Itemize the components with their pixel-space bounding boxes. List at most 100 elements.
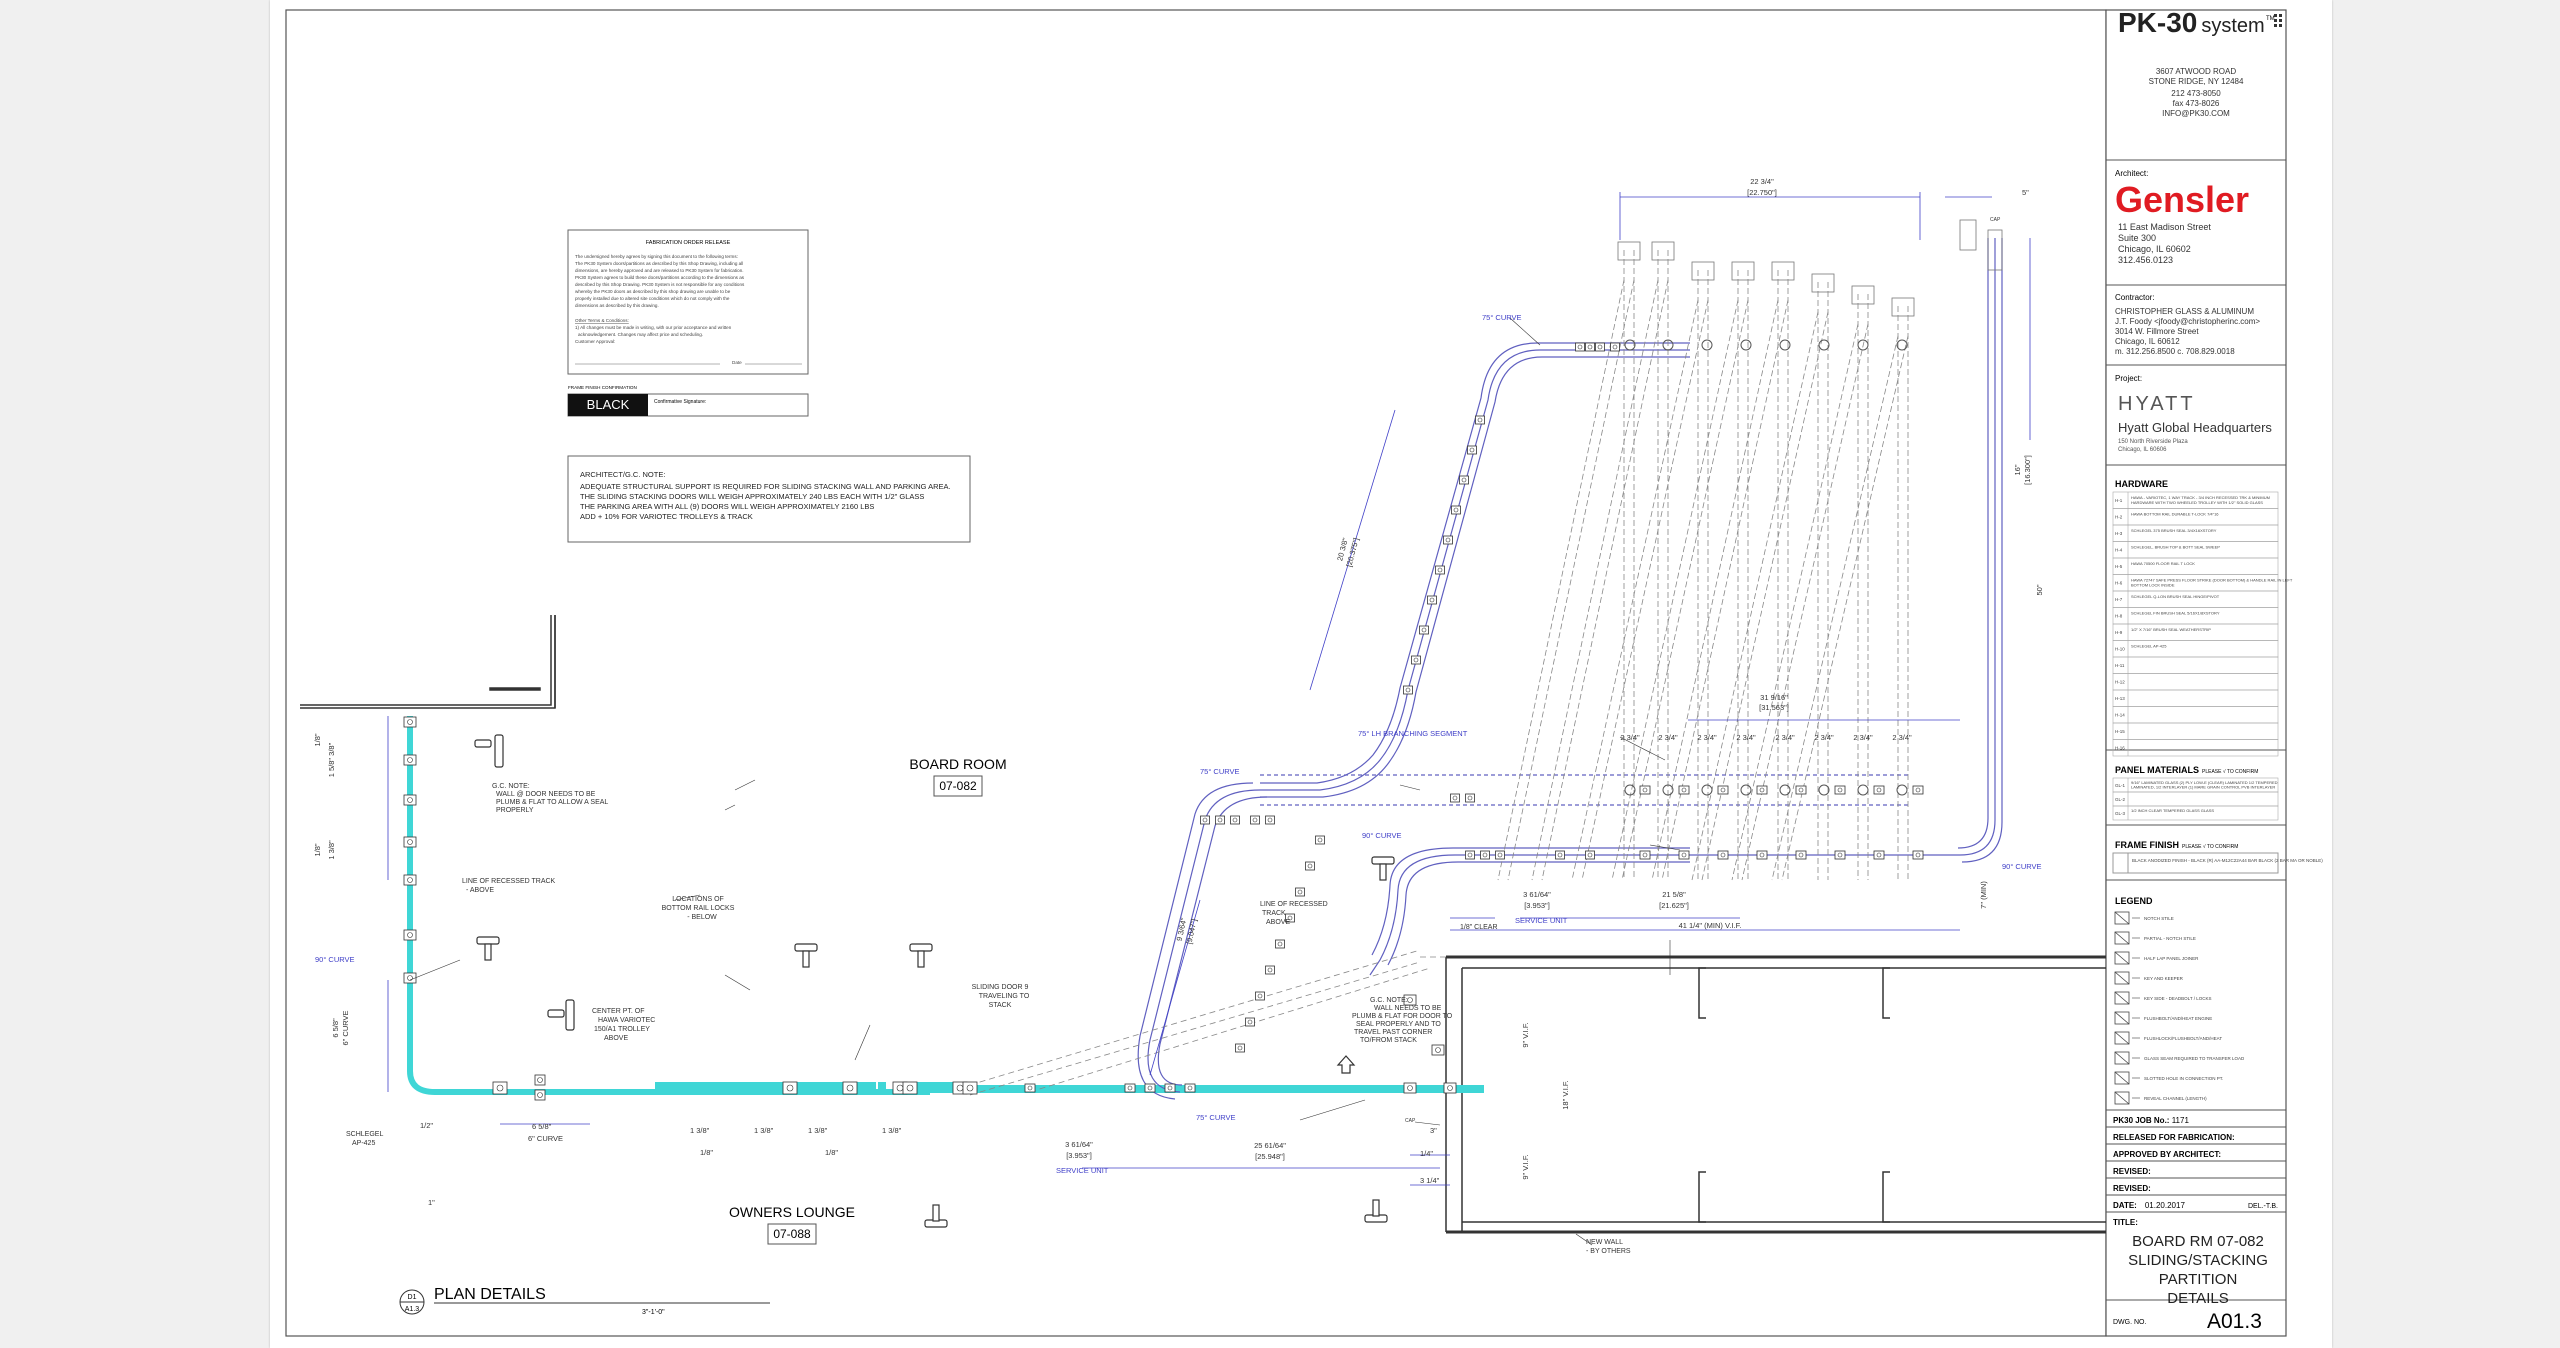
arch-note-line-0: ADEQUATE STRUCTURAL SUPPORT IS REQUIRED … [580, 482, 951, 491]
hardware-desc: HAWA - VARIOTEC, 1 WAY TRACK - 3/4 INCH … [2131, 495, 2270, 505]
trolley-node [1873, 785, 1885, 795]
trolley-node [1465, 850, 1475, 860]
svg-text:Chicago, IL 60612: Chicago, IL 60612 [2115, 337, 2180, 346]
fab-body-6: properly installed due to altered site c… [575, 296, 730, 301]
trolley-node [782, 1081, 798, 1095]
panel-cap [1651, 241, 1675, 261]
dim-1-8-left: 1/8" [313, 733, 322, 746]
project-label: Project: [2115, 374, 2142, 383]
stack-dim: 2 3/4" [1658, 733, 1678, 742]
dim-1-3-8-left: 1 3/8" [327, 840, 336, 860]
job-no: PK30 JOB No.: 1171 [2113, 1116, 2189, 1125]
trolley-node [492, 1081, 508, 1095]
panel-cap [1891, 297, 1915, 317]
fab-body-3: PK30 System agrees to build these doors/… [575, 275, 745, 280]
svg-text:Chicago, IL 60602: Chicago, IL 60602 [2118, 244, 2191, 254]
dim-41-1-4: 41 1/4" (MIN) V.I.F. [1679, 921, 1742, 930]
hardware-code: H-1 [2115, 498, 2123, 503]
trolley-node [1459, 475, 1469, 485]
hardware-code: H-3 [2115, 531, 2123, 536]
fab-body-4: described by this Shop Drawing. PK30 Sys… [575, 282, 745, 287]
lock-icon [924, 1204, 948, 1228]
trolley-node [1595, 342, 1605, 352]
trolley-node [1912, 785, 1924, 795]
recessed-2-l1: TRACK [1262, 910, 1286, 917]
trolley-node [1411, 655, 1421, 665]
legend-label-text: FLUSHBOLT/AND/HEAT ENGINE [2144, 1016, 2212, 1021]
trolley-node [1678, 785, 1690, 795]
revised-label-1: REVISED: [2113, 1167, 2151, 1176]
company-address: 3607 ATWOOD ROAD STONE RIDGE, NY 12484 2… [2149, 67, 2244, 118]
fab-heading: FABRICATION ORDER RELEASE [646, 240, 731, 246]
hardware-code: H-10 [2115, 647, 2125, 652]
dim-3-1-4: 3 1/4" [1420, 1176, 1440, 1185]
dim-31-563: [31.563"] [1759, 703, 1789, 712]
clear-label: 1/8" CLEAR [1460, 924, 1498, 931]
bubble-bottom: A1.3 [405, 1306, 420, 1313]
trolley-node [1245, 1017, 1255, 1027]
dim-6-curve: 6" CURVE [528, 1134, 563, 1143]
trolley-node [1285, 913, 1295, 923]
dim-3: 3" [1430, 1126, 1437, 1135]
frame-finish-confirmation: FRAME FINISH CONFIRMATION BLACK Confirma… [567, 385, 809, 417]
trolley-node [1717, 850, 1729, 860]
gc-note-2-l2: PLUMB & FLAT FOR DOOR TO [1352, 1013, 1453, 1020]
hardware-code: H-2 [2115, 515, 2123, 520]
locations-l2: - BELOW [687, 914, 717, 921]
legend-label-text: GLASS SEAM REQUIRED TO TRANSFER LOAD [2144, 1056, 2245, 1061]
board-room-number: 07-082 [939, 779, 977, 793]
trolley-node [1024, 1083, 1036, 1093]
hardware-desc: SCHLEGEL FIN BRUSH SEAL 5/16X1/8XSTORY [2131, 611, 2220, 616]
recessed-1-l0: LINE OF RECESSED TRACK [462, 878, 556, 885]
fabrication-order-box: FABRICATION ORDER RELEASE The undersigne… [567, 229, 809, 375]
legend-label-text: PARTIAL - NOTCH STILE [2144, 936, 2196, 941]
hyatt-logo: HYATT [2118, 393, 2196, 415]
curve-75-top: 75° CURVE [1482, 313, 1522, 322]
dim-1-3-8-a: 1 3/8" [690, 1126, 710, 1135]
fab-body-2: dimensions, are hereby approved and are … [575, 268, 744, 273]
lh-branch-label: 75° LH BRANCHING SEGMENT [1358, 729, 1468, 738]
legend-symbol-icon [2114, 1051, 2130, 1065]
trolley-node [1124, 1083, 1136, 1093]
hardware-desc: SCHLEGEL AP-425 [2131, 644, 2167, 649]
trolley-node [1555, 850, 1565, 860]
hardware-desc: 1/2" X 7/16" BRUSH SEAL WEATHERSTRIP [2131, 627, 2211, 632]
contractor-label: Contractor: [2115, 293, 2155, 302]
legend-symbol-icon [2114, 911, 2130, 925]
trolley-node [1610, 342, 1620, 352]
trolley-node [1265, 965, 1275, 975]
fab-terms-2: Customer Approval: [575, 339, 615, 344]
legend-label: LEGEND [2115, 896, 2153, 906]
fab-body-7: dimensions as described by this drawing. [575, 303, 659, 308]
legend-symbol-icon [2114, 971, 2130, 985]
stack-pivot [1662, 339, 1674, 351]
stack-pivot [1896, 339, 1908, 351]
lock-icon [474, 734, 504, 768]
sliding-door-l1: TRAVELING TO [979, 993, 1030, 1000]
trolley-node [1235, 1043, 1245, 1053]
stack-dim: 2 3/4" [1620, 733, 1640, 742]
svg-text:212 473-8050: 212 473-8050 [2171, 89, 2221, 98]
schlegel-l1: AP-425 [352, 1140, 375, 1147]
trolley-node [1834, 850, 1846, 860]
panel-materials-label: PANEL MATERIALS [2115, 765, 2199, 775]
trolley-node [1639, 785, 1651, 795]
lock-icon [1371, 856, 1395, 881]
ffc-signature: Confirmative Signature: [654, 399, 706, 405]
hardware-code: H-9 [2115, 630, 2123, 635]
project-address-2: Chicago, IL 60606 [2118, 447, 2167, 453]
arrow-up-icon [1336, 1055, 1356, 1074]
dwg-label: DWG. NO. [2113, 1319, 2146, 1326]
dimension-text: 22 3/4" [22.750"] 5" 31 9/16" [31.563"] … [420, 177, 2029, 1207]
legend-label-text: KEY SIDE - DEADBOLT / LOCKS [2144, 996, 2212, 1001]
trolley-node [403, 716, 417, 728]
gc-note-1-l0: G.C. NOTE: [492, 783, 530, 790]
panel-code: GL-1 [2115, 783, 2126, 788]
leader-lines [409, 317, 1681, 1246]
drawing-title: BOARD RM 07-082 SLIDING/STACKING PARTITI… [2128, 1233, 2268, 1307]
logo-grid-icon [2274, 14, 2282, 27]
center-pt-l2: 150/A1 TROLLEY [594, 1026, 650, 1033]
dim-16-300: [16.300"] [2023, 455, 2032, 485]
walls [300, 615, 2106, 1234]
